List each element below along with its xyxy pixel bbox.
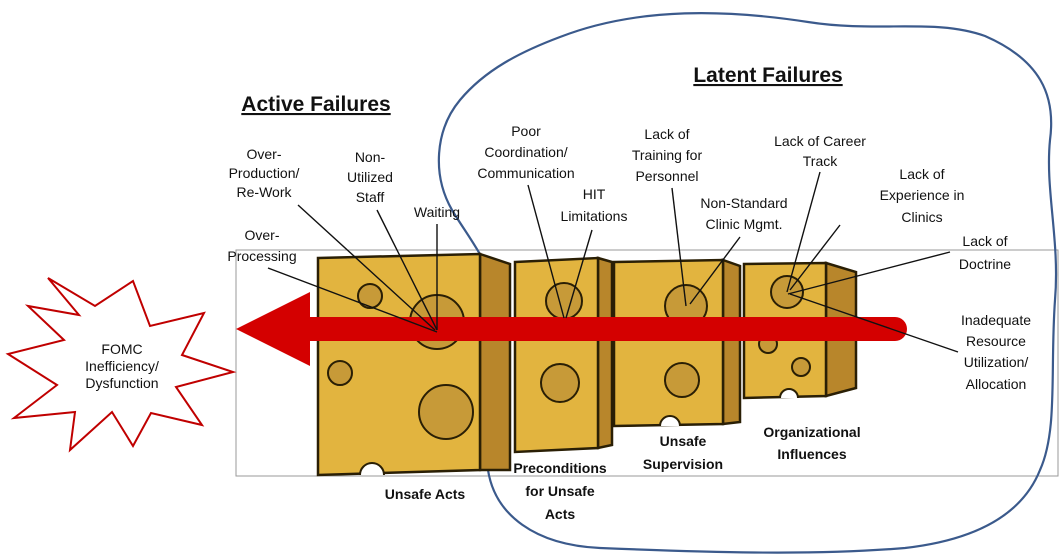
latent-failures-header: Latent Failures xyxy=(693,64,842,87)
cause-poor-coordination-1: Poor xyxy=(511,123,541,139)
cause-non-utilized-2: Utilized xyxy=(347,169,393,185)
cause-inadequate-resource: Inadequate Resource Utilization/ Allocat… xyxy=(961,312,1031,392)
cause-non-utilized-staff: Non- Utilized Staff xyxy=(347,149,393,205)
cause-hit-limitations: HIT Limitations xyxy=(561,186,628,224)
latent-failures-cloud xyxy=(437,12,1058,554)
cheese-slice-unsafe-acts xyxy=(316,252,512,477)
layer-label-supervision-1: Unsafe xyxy=(660,433,707,449)
cause-inadequate-resource-3: Utilization/ xyxy=(964,354,1029,370)
cause-lack-experience-2: Experience in xyxy=(880,187,965,203)
outcome-line-3: Dysfunction xyxy=(85,375,158,391)
cause-hit-limitations-2: Limitations xyxy=(561,208,628,224)
layer-label-preconditions-2: for Unsafe xyxy=(525,483,594,499)
cause-over-processing: Over- Processing xyxy=(227,227,296,264)
cause-lack-doctrine-2: Doctrine xyxy=(959,256,1011,272)
cause-over-processing-2: Processing xyxy=(227,248,296,264)
cause-poor-coordination-3: Communication xyxy=(477,165,574,181)
leader-lines xyxy=(267,171,959,353)
cheese-slice-supervision xyxy=(612,258,742,428)
active-failures-header: Active Failures xyxy=(241,93,390,116)
cause-lack-experience-1: Lack of xyxy=(899,166,944,182)
cause-lack-experience: Lack of Experience in Clinics xyxy=(880,166,965,225)
cause-lack-experience-3: Clinics xyxy=(901,209,942,225)
layer-label-preconditions-1: Preconditions xyxy=(513,460,607,476)
cheese-slice-preconditions xyxy=(513,256,614,454)
cause-over-production: Over- Production/ Re-Work xyxy=(229,146,300,200)
cause-over-processing-1: Over- xyxy=(245,227,280,243)
cause-non-standard-2: Clinic Mgmt. xyxy=(705,216,782,232)
cause-over-production-1: Over- xyxy=(247,146,282,162)
layer-label-organizational-1: Organizational xyxy=(763,424,860,440)
cause-inadequate-resource-4: Allocation xyxy=(966,376,1027,392)
layer-label-organizational-2: Influences xyxy=(777,446,846,462)
cause-lack-career-2: Track xyxy=(803,153,838,169)
frame-rect xyxy=(235,249,1059,477)
cause-over-production-3: Re-Work xyxy=(237,184,293,200)
layer-label-supervision-2: Supervision xyxy=(643,456,723,472)
cause-hit-limitations-1: HIT xyxy=(583,186,606,202)
cause-lack-training: Lack of Training for Personnel xyxy=(632,126,703,184)
cause-poor-coordination-2: Coordination/ xyxy=(484,144,567,160)
cause-non-standard-1: Non-Standard xyxy=(700,195,787,211)
layer-label-unsafe-acts: Unsafe Acts xyxy=(385,486,466,502)
cause-over-production-2: Production/ xyxy=(229,165,300,181)
cause-inadequate-resource-1: Inadequate xyxy=(961,312,1031,328)
cause-lack-doctrine-1: Lack of xyxy=(962,233,1007,249)
cause-inadequate-resource-2: Resource xyxy=(966,333,1026,349)
cause-poor-coordination: Poor Coordination/ Communication xyxy=(477,123,574,181)
cause-waiting: Waiting xyxy=(414,204,460,220)
outcome-line-2: Inefficiency/ xyxy=(85,358,159,374)
cause-lack-training-2: Training for xyxy=(632,147,703,163)
cause-lack-training-3: Personnel xyxy=(635,168,698,184)
outcome-starburst: FOMC Inefficiency/ Dysfunction xyxy=(5,277,237,453)
layer-label-preconditions-3: Acts xyxy=(545,506,576,522)
outcome-line-1: FOMC xyxy=(101,341,142,357)
cause-non-utilized-3: Staff xyxy=(356,189,385,205)
cause-lack-doctrine: Lack of Doctrine xyxy=(959,233,1011,272)
cause-non-standard-clinic: Non-Standard Clinic Mgmt. xyxy=(700,195,787,232)
cause-lack-training-1: Lack of xyxy=(644,126,689,142)
cause-lack-career-1: Lack of Career xyxy=(774,133,866,149)
cause-non-utilized-1: Non- xyxy=(355,149,386,165)
cause-lack-career-track: Lack of Career Track xyxy=(774,133,866,169)
